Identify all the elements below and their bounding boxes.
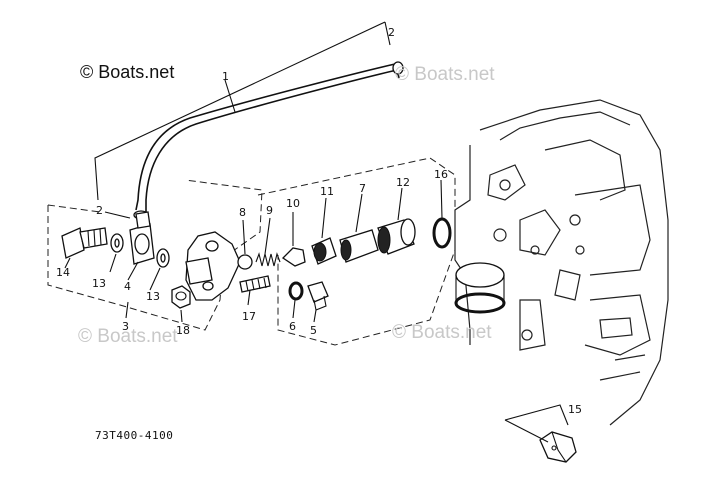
callout-14: 14 — [56, 266, 70, 279]
callout-5: 5 — [310, 324, 317, 337]
part-4-tee-joint — [129, 211, 155, 265]
leader-1 — [224, 79, 236, 113]
callout-1: 1 — [222, 70, 229, 83]
hose-clip-top — [392, 61, 404, 75]
callout-10: 10 — [286, 197, 300, 210]
part-8-check-ball — [237, 254, 253, 270]
callout-13-a: 13 — [92, 277, 106, 290]
copyright-label: © Boats.net — [80, 62, 175, 82]
part-14-fitting — [61, 227, 108, 259]
inlet-collar — [454, 262, 506, 314]
callout-18: 18 — [176, 324, 190, 337]
callout-17: 17 — [242, 310, 256, 323]
callout-13-b: 13 — [146, 290, 160, 303]
callout-8: 8 — [239, 206, 246, 219]
engine-block — [454, 99, 669, 426]
watermark: © Boats.net — [392, 322, 492, 343]
callout-12: 12 — [396, 176, 410, 189]
leader-15 — [504, 404, 569, 443]
watermark: © Boats.net — [395, 64, 495, 85]
part-16-o-ring — [432, 217, 452, 249]
group-box-right — [257, 157, 456, 346]
part-15-clip — [539, 431, 577, 463]
callout-7: 7 — [359, 182, 366, 195]
leader-2-top — [94, 21, 386, 201]
part-12-filter-cup — [377, 218, 416, 255]
part-10-valve-cone — [281, 247, 306, 267]
callout-2-top: 2 — [388, 26, 395, 39]
callout-9: 9 — [266, 204, 273, 217]
callout-16: 16 — [434, 168, 448, 181]
callout-11: 11 — [320, 185, 334, 198]
callout-3: 3 — [122, 320, 129, 333]
part-5-plug — [307, 281, 329, 311]
part-7-valve-body — [339, 229, 379, 263]
part-11-valve-seat — [311, 237, 337, 265]
callout-2-left: 2 — [96, 204, 103, 217]
fuel-hose — [135, 63, 398, 211]
part-9-spring — [255, 252, 281, 267]
part-18-bolt — [171, 285, 191, 309]
diagram-part-number: 73T400-4100 — [95, 429, 174, 442]
callout-15: 15 — [568, 403, 582, 416]
group-box-left — [47, 179, 263, 331]
watermark: © Boats.net — [78, 326, 178, 347]
leader-2-left — [104, 211, 131, 219]
fuel-hose-inner — [145, 69, 400, 212]
part-17-stud — [239, 275, 271, 293]
callout-4: 4 — [124, 280, 131, 293]
part-6-washer — [288, 281, 304, 301]
callout-6: 6 — [289, 320, 296, 333]
pump-housing-bracket — [185, 231, 241, 301]
